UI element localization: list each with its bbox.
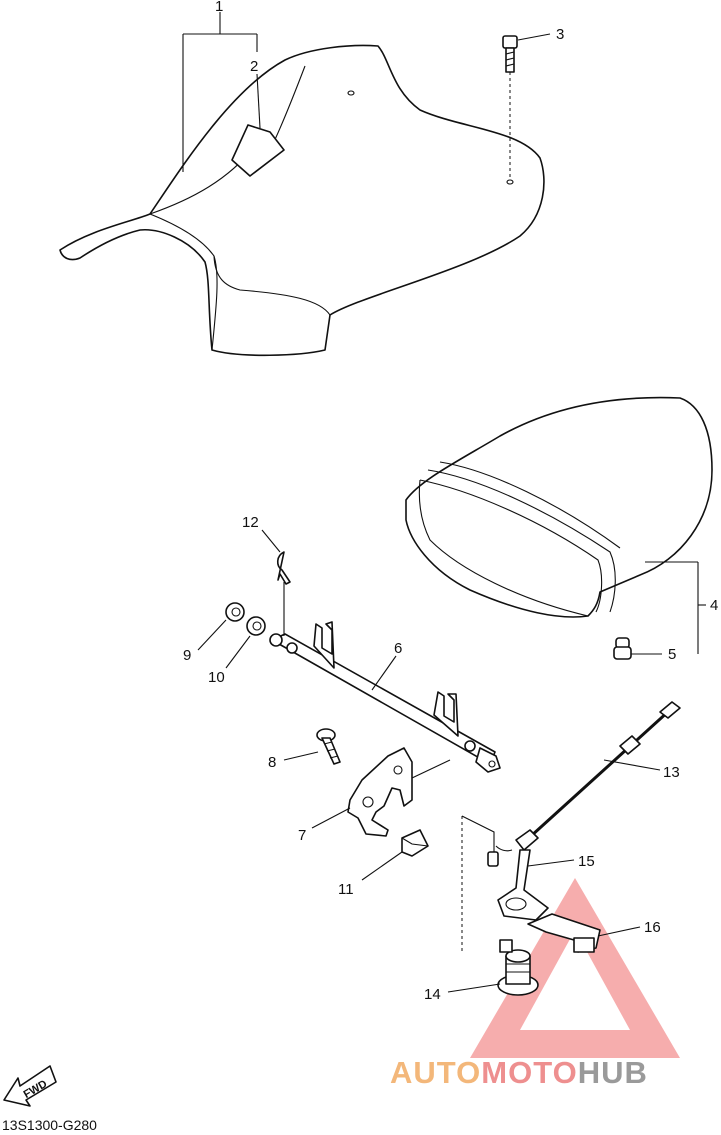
seat-damper: [613, 637, 632, 660]
callout-13: 13: [663, 764, 680, 781]
watermark-triangle: [470, 878, 680, 1058]
callout-16: 16: [644, 919, 661, 936]
callout-4: 4: [710, 597, 718, 614]
leader-lines: [182, 12, 706, 993]
lock-pin: [276, 551, 291, 636]
passenger-seat: [405, 396, 713, 618]
callout-12: 12: [242, 514, 259, 531]
seat-bolt: [502, 35, 518, 185]
callout-10: 10: [208, 669, 225, 686]
seat-lock-cylinder: [461, 815, 539, 996]
lock-rod: [269, 621, 501, 773]
rider-seat: [59, 44, 545, 357]
forward-direction-arrow: FWD: [3, 1065, 57, 1107]
callout-5: 5: [668, 646, 676, 663]
callout-3: 3: [556, 26, 564, 43]
svg-text:AUTOMOTOHUB: AUTOMOTOHUB: [390, 1055, 648, 1090]
callout-11: 11: [338, 881, 354, 898]
lock-bracket: [347, 747, 413, 837]
seat-lock-cable: [495, 701, 681, 852]
bracket-screw: [316, 728, 341, 765]
watermark-logo: AUTOMOTOHUB: [390, 1055, 648, 1090]
collar: [225, 602, 245, 622]
watermark-auto: AUTO: [390, 1055, 481, 1090]
diagram-code: 13S1300-G280: [2, 1117, 97, 1133]
callout-7: 7: [298, 827, 306, 844]
callout-2: 2: [250, 58, 258, 75]
callout-6: 6: [394, 640, 402, 657]
callout-9: 9: [183, 647, 191, 664]
watermark-hub: HUB: [578, 1055, 648, 1090]
callout-8: 8: [268, 754, 276, 771]
bushing: [246, 616, 266, 636]
watermark-moto: MOTO: [481, 1055, 577, 1090]
callout-1: 1: [215, 0, 223, 15]
callout-15: 15: [578, 853, 595, 870]
callout-14: 14: [424, 986, 441, 1003]
cable-clip: [401, 829, 429, 857]
lock-plate: [497, 849, 549, 921]
lock-cover: [527, 913, 601, 953]
seat-patch: [231, 124, 285, 177]
